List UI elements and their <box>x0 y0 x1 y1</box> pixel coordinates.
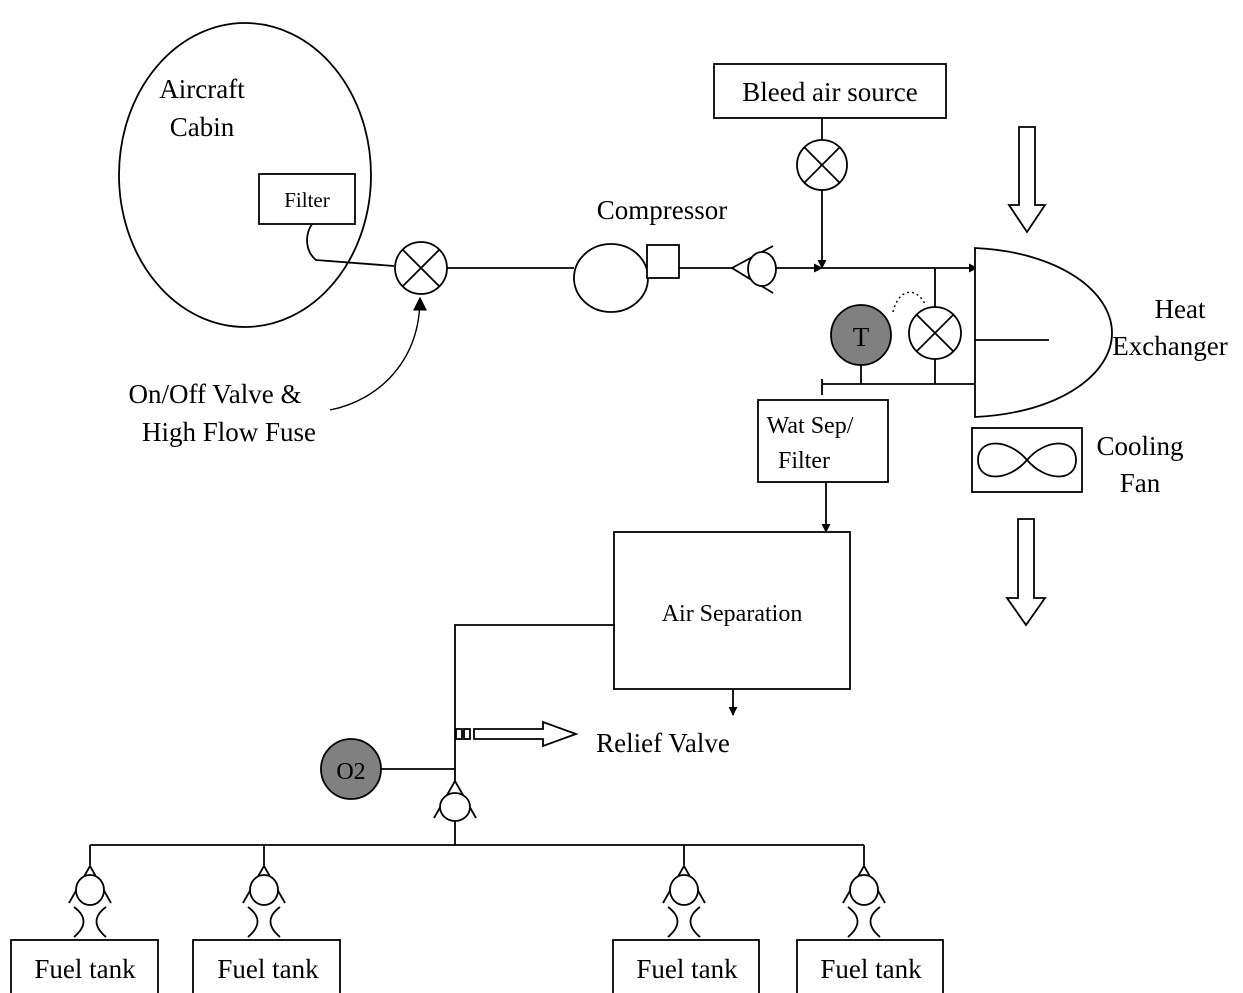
onoff-valve-label-line2: High Flow Fuse <box>142 417 316 447</box>
onoff-valve-callout: On/Off Valve & High Flow Fuse <box>129 296 427 447</box>
fuel-tank-branch-1 <box>68 845 112 938</box>
heat-exchanger-label-line2: Exchanger <box>1112 331 1227 361</box>
cooling-fan-label-line1: Cooling <box>1096 431 1183 461</box>
oxygen-sensor-label: O2 <box>336 759 365 785</box>
cabin-filter-label: Filter <box>284 188 330 212</box>
water-separator-filter: Wat Sep/ Filter <box>757 399 889 483</box>
fuel-tank-1-label: Fuel tank <box>34 954 136 984</box>
check-valve-main <box>433 779 477 822</box>
water-separator-label-line1: Wat Sep/ <box>767 413 854 439</box>
nea-outlet-line <box>454 624 614 782</box>
fuel-tank-1: Fuel tank <box>10 939 159 993</box>
fuel-tank-4: Fuel tank <box>796 939 944 993</box>
cooling-fan: Cooling Fan <box>971 427 1184 498</box>
fuel-tank-4-label: Fuel tank <box>820 954 922 984</box>
fuel-tank-3: Fuel tank <box>612 939 760 993</box>
fuel-tank-branch-3 <box>662 845 706 938</box>
cooling-air-in-arrow <box>1007 126 1047 234</box>
temperature-sensor-label: T <box>853 322 870 352</box>
temperature-sensor: T <box>830 304 892 366</box>
bypass-valve <box>908 306 962 360</box>
onoff-valve <box>394 241 448 295</box>
cabin-label-line2: Cabin <box>170 112 235 142</box>
oxygen-sensor: O2 <box>320 738 382 800</box>
cabin-outlet-line <box>306 223 395 267</box>
cabin-filter: Filter <box>258 173 356 225</box>
bleed-air-label: Bleed air source <box>742 77 917 107</box>
fuel-tank-2-label: Fuel tank <box>217 954 319 984</box>
relief-valve: Relief Valve <box>455 720 730 758</box>
cabin-label-line1: Aircraft <box>159 74 245 104</box>
fuel-tank-3-label: Fuel tank <box>636 954 738 984</box>
heat-exchanger: Heat Exchanger <box>974 247 1228 418</box>
air-separation-label: Air Separation <box>662 601 803 627</box>
temp-control-link <box>892 291 926 313</box>
compressor-label: Compressor <box>597 195 728 225</box>
bleed-air-source: Bleed air source <box>713 63 947 119</box>
relief-valve-label: Relief Valve <box>596 728 730 758</box>
cooling-air-out-arrow <box>1005 518 1047 627</box>
heat-exchanger-label-line1: Heat <box>1155 294 1206 324</box>
water-separator-label-line2: Filter <box>778 448 830 474</box>
cooling-fan-label-line2: Fan <box>1120 468 1161 498</box>
fuel-tank-branch-4 <box>842 845 886 938</box>
check-valve-compressor <box>730 245 777 294</box>
aircraft-cabin: Aircraft Cabin <box>118 22 372 328</box>
fuel-tank-2: Fuel tank <box>192 939 341 993</box>
onoff-valve-label-line1: On/Off Valve & <box>129 379 302 409</box>
air-separation-module: Air Separation <box>613 531 851 690</box>
bleed-air-valve <box>796 139 848 191</box>
compressor: Compressor <box>573 195 728 313</box>
fuel-tank-branch-2 <box>242 845 286 938</box>
